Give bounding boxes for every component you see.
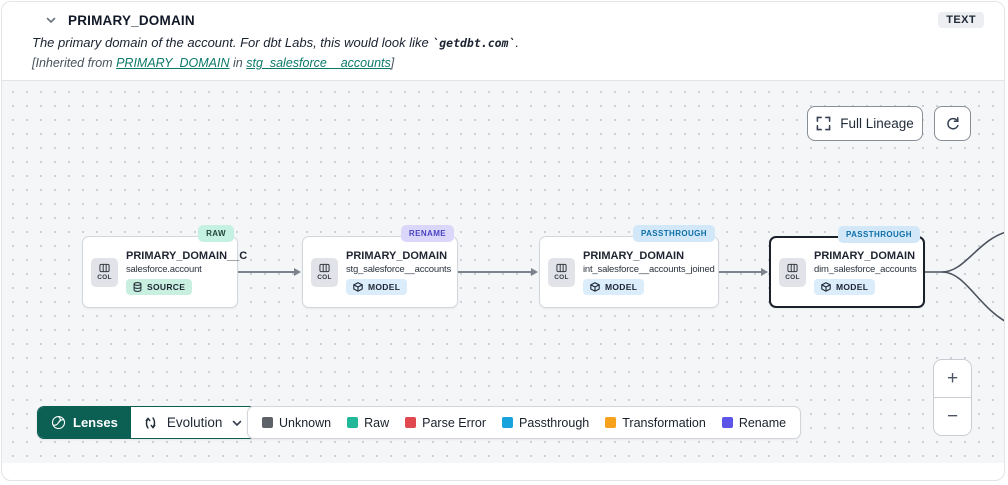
lineage-canvas[interactable]: Full Lineage RAW COL PRIMARY_DOMAIN__C s…	[2, 80, 1004, 463]
lens-dropdown[interactable]: Evolution	[130, 407, 256, 438]
lenses-button[interactable]: Lenses	[38, 407, 131, 438]
resource-badge: MODEL	[814, 278, 876, 295]
divider	[934, 397, 971, 398]
column-description: The primary domain of the account. For d…	[32, 35, 984, 50]
legend-item-transformation: Transformation	[605, 416, 706, 430]
columns-icon	[319, 263, 330, 273]
legend-swatch	[405, 417, 417, 428]
columns-icon	[556, 263, 567, 273]
refresh-icon	[946, 116, 959, 130]
status-badge: PASSTHROUGH	[632, 225, 715, 242]
column-icon: COL	[779, 257, 806, 287]
lens-legend: Unknown Raw Parse Error Passthrough Tran…	[247, 406, 802, 439]
resource-badge: SOURCE	[126, 278, 193, 295]
database-icon	[133, 281, 142, 292]
status-badge: RAW	[198, 225, 234, 242]
node-model-name: dim_salesforce_accounts	[814, 263, 917, 275]
status-badge: PASSTHROUGH	[837, 226, 920, 243]
legend-item-raw: Raw	[347, 416, 389, 430]
edge-int-to-dim	[719, 267, 768, 276]
lens-icon	[51, 415, 66, 430]
evolution-icon	[145, 416, 156, 429]
resource-badge: MODEL	[346, 278, 408, 295]
edge-source-to-stg	[237, 267, 301, 276]
node-column-name: PRIMARY_DOMAIN	[583, 249, 685, 262]
node-model-name: salesforce.account	[126, 263, 202, 275]
zoom-in-button[interactable]: +	[934, 360, 971, 397]
node-model-name: int_salesforce__accounts_joined	[583, 263, 715, 275]
chevron-down-icon[interactable]	[44, 13, 58, 27]
column-title: PRIMARY_DOMAIN	[68, 12, 195, 28]
edge-fork-downstream	[922, 232, 1004, 322]
legend-swatch	[347, 417, 359, 428]
lens-selected-label: Evolution	[166, 415, 223, 430]
column-type-badge: TEXT	[938, 12, 984, 28]
inherited-model-link[interactable]: stg_salesforce__accounts	[246, 56, 391, 70]
lineage-node-source[interactable]: RAW COL PRIMARY_DOMAIN__C salesforce.acc…	[82, 225, 247, 308]
columns-icon	[787, 263, 798, 273]
node-column-name: PRIMARY_DOMAIN__C	[126, 249, 248, 262]
inherited-note: [Inherited from PRIMARY_DOMAIN in stg_sa…	[32, 56, 395, 70]
full-lineage-label: Full Lineage	[840, 116, 914, 131]
column-header: PRIMARY_DOMAIN TEXT The primary domain o…	[2, 2, 1004, 80]
node-model-name: stg_salesforce__accounts	[346, 263, 452, 275]
edge-stg-to-int	[457, 267, 538, 276]
legend-swatch	[262, 417, 273, 428]
legend-item-parse-error: Parse Error	[405, 416, 486, 430]
zoom-out-button[interactable]: −	[934, 398, 971, 435]
legend-swatch	[605, 417, 617, 428]
legend-item-rename: Rename	[721, 416, 786, 430]
legend-swatch	[721, 417, 733, 428]
expand-icon	[816, 116, 831, 131]
lenses-control: Lenses Evolution	[37, 406, 257, 439]
chevron-down-icon	[233, 420, 242, 426]
description-text: The primary domain of the account. For d…	[32, 35, 433, 50]
lineage-node-dim[interactable]: PASSTHROUGH COL PRIMARY_DOMAIN dim_sales…	[769, 226, 925, 308]
column-icon: COL	[91, 257, 118, 287]
refresh-button[interactable]	[934, 106, 971, 141]
zoom-controls: + −	[933, 359, 972, 436]
resource-badge: MODEL	[583, 278, 645, 295]
full-lineage-button[interactable]: Full Lineage	[807, 106, 923, 141]
node-column-name: PRIMARY_DOMAIN	[346, 249, 448, 262]
cube-icon	[353, 281, 363, 292]
node-column-name: PRIMARY_DOMAIN	[814, 249, 916, 262]
description-code: `getdbt.com`	[432, 36, 516, 50]
lineage-node-stg[interactable]: RENAME COL PRIMARY_DOMAIN stg_salesforce…	[302, 225, 458, 308]
cube-icon	[590, 281, 600, 292]
column-icon: COL	[548, 257, 575, 287]
legend-item-passthrough: Passthrough	[502, 416, 589, 430]
cube-icon	[821, 281, 831, 292]
inherited-column-link[interactable]: PRIMARY_DOMAIN	[116, 56, 230, 70]
status-badge: RENAME	[400, 225, 454, 242]
columns-icon	[99, 263, 110, 273]
description-period: .	[515, 35, 520, 50]
legend-item-unknown: Unknown	[262, 416, 331, 430]
lineage-node-int[interactable]: PASSTHROUGH COL PRIMARY_DOMAIN int_sales…	[539, 225, 719, 308]
column-icon: COL	[311, 257, 338, 287]
legend-swatch	[502, 417, 514, 428]
